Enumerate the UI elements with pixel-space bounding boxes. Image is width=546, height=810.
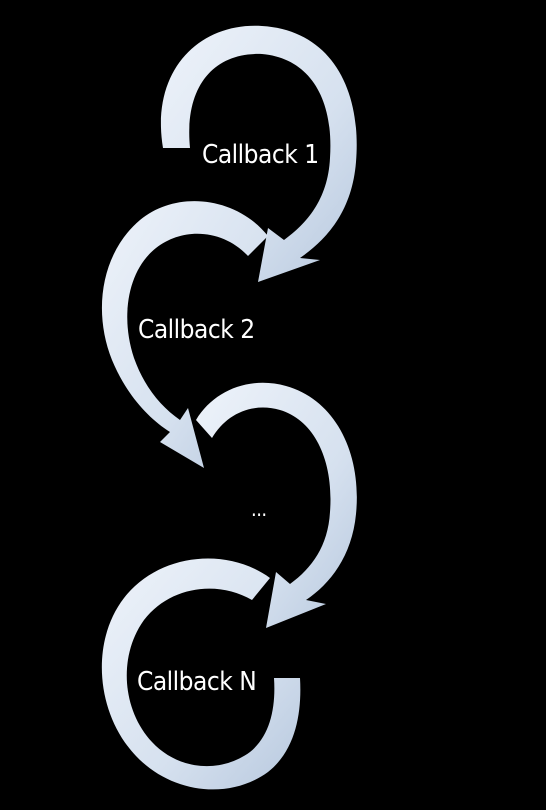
curved-arrow-2	[101, 201, 268, 468]
callback-n-label: Callback N	[137, 667, 256, 697]
curved-arrow-3	[196, 382, 357, 628]
callback-2-label: Callback 2	[138, 315, 255, 345]
callback-1-label: Callback 1	[202, 140, 319, 170]
ellipsis-label: ...	[251, 497, 267, 521]
